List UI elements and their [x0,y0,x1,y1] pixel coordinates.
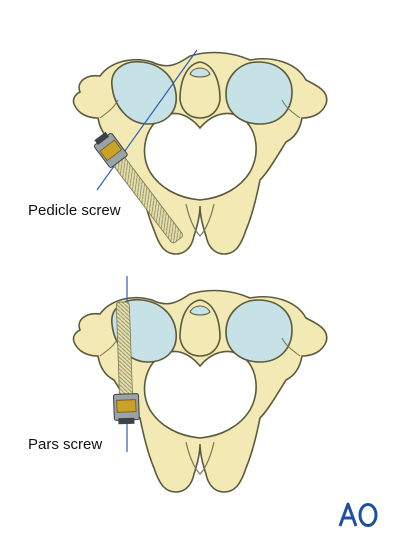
pedicle-screw-trajectory-line [96,49,198,191]
bottom-vertebra [72,289,328,493]
ao-logo: AO [338,502,378,527]
pedicle-screw-caption: Pedicle screw [28,202,121,219]
pars-screw-icon [113,301,140,425]
pars-screw-caption: Pars screw [28,436,103,453]
pedicle-screw-icon [93,131,183,244]
